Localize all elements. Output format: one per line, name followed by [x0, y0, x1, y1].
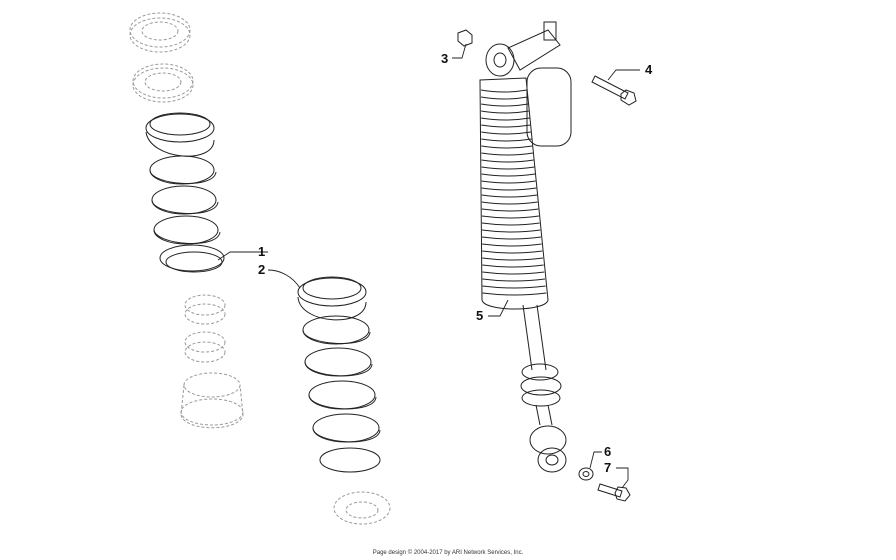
callout-2: 2	[258, 262, 266, 277]
bump-stop-cup	[180, 372, 244, 429]
spring-adjuster-ring	[132, 63, 194, 103]
spring-retainer-clip	[333, 491, 391, 525]
upper-spring-retainer	[129, 12, 191, 53]
spring-1	[145, 112, 225, 273]
callout-3: 3	[441, 51, 449, 66]
callout-5: 5	[476, 308, 484, 323]
washer-6	[578, 467, 594, 481]
bolt-4	[591, 75, 637, 106]
callout-1: 1	[258, 244, 266, 259]
callout-6: 6	[604, 444, 612, 459]
callout-7: 7	[604, 460, 612, 475]
callout-4: 4	[645, 62, 653, 77]
spring-2	[297, 276, 381, 473]
copyright-footer: Page design © 2004-2017 by ARI Network S…	[372, 550, 524, 556]
spring-seat-upper	[184, 294, 226, 325]
shock-absorber-body	[479, 21, 572, 473]
bolt-7	[597, 483, 631, 502]
spring-seat-lower	[184, 331, 226, 363]
nut-3	[457, 29, 473, 47]
leader-lines	[217, 43, 640, 489]
